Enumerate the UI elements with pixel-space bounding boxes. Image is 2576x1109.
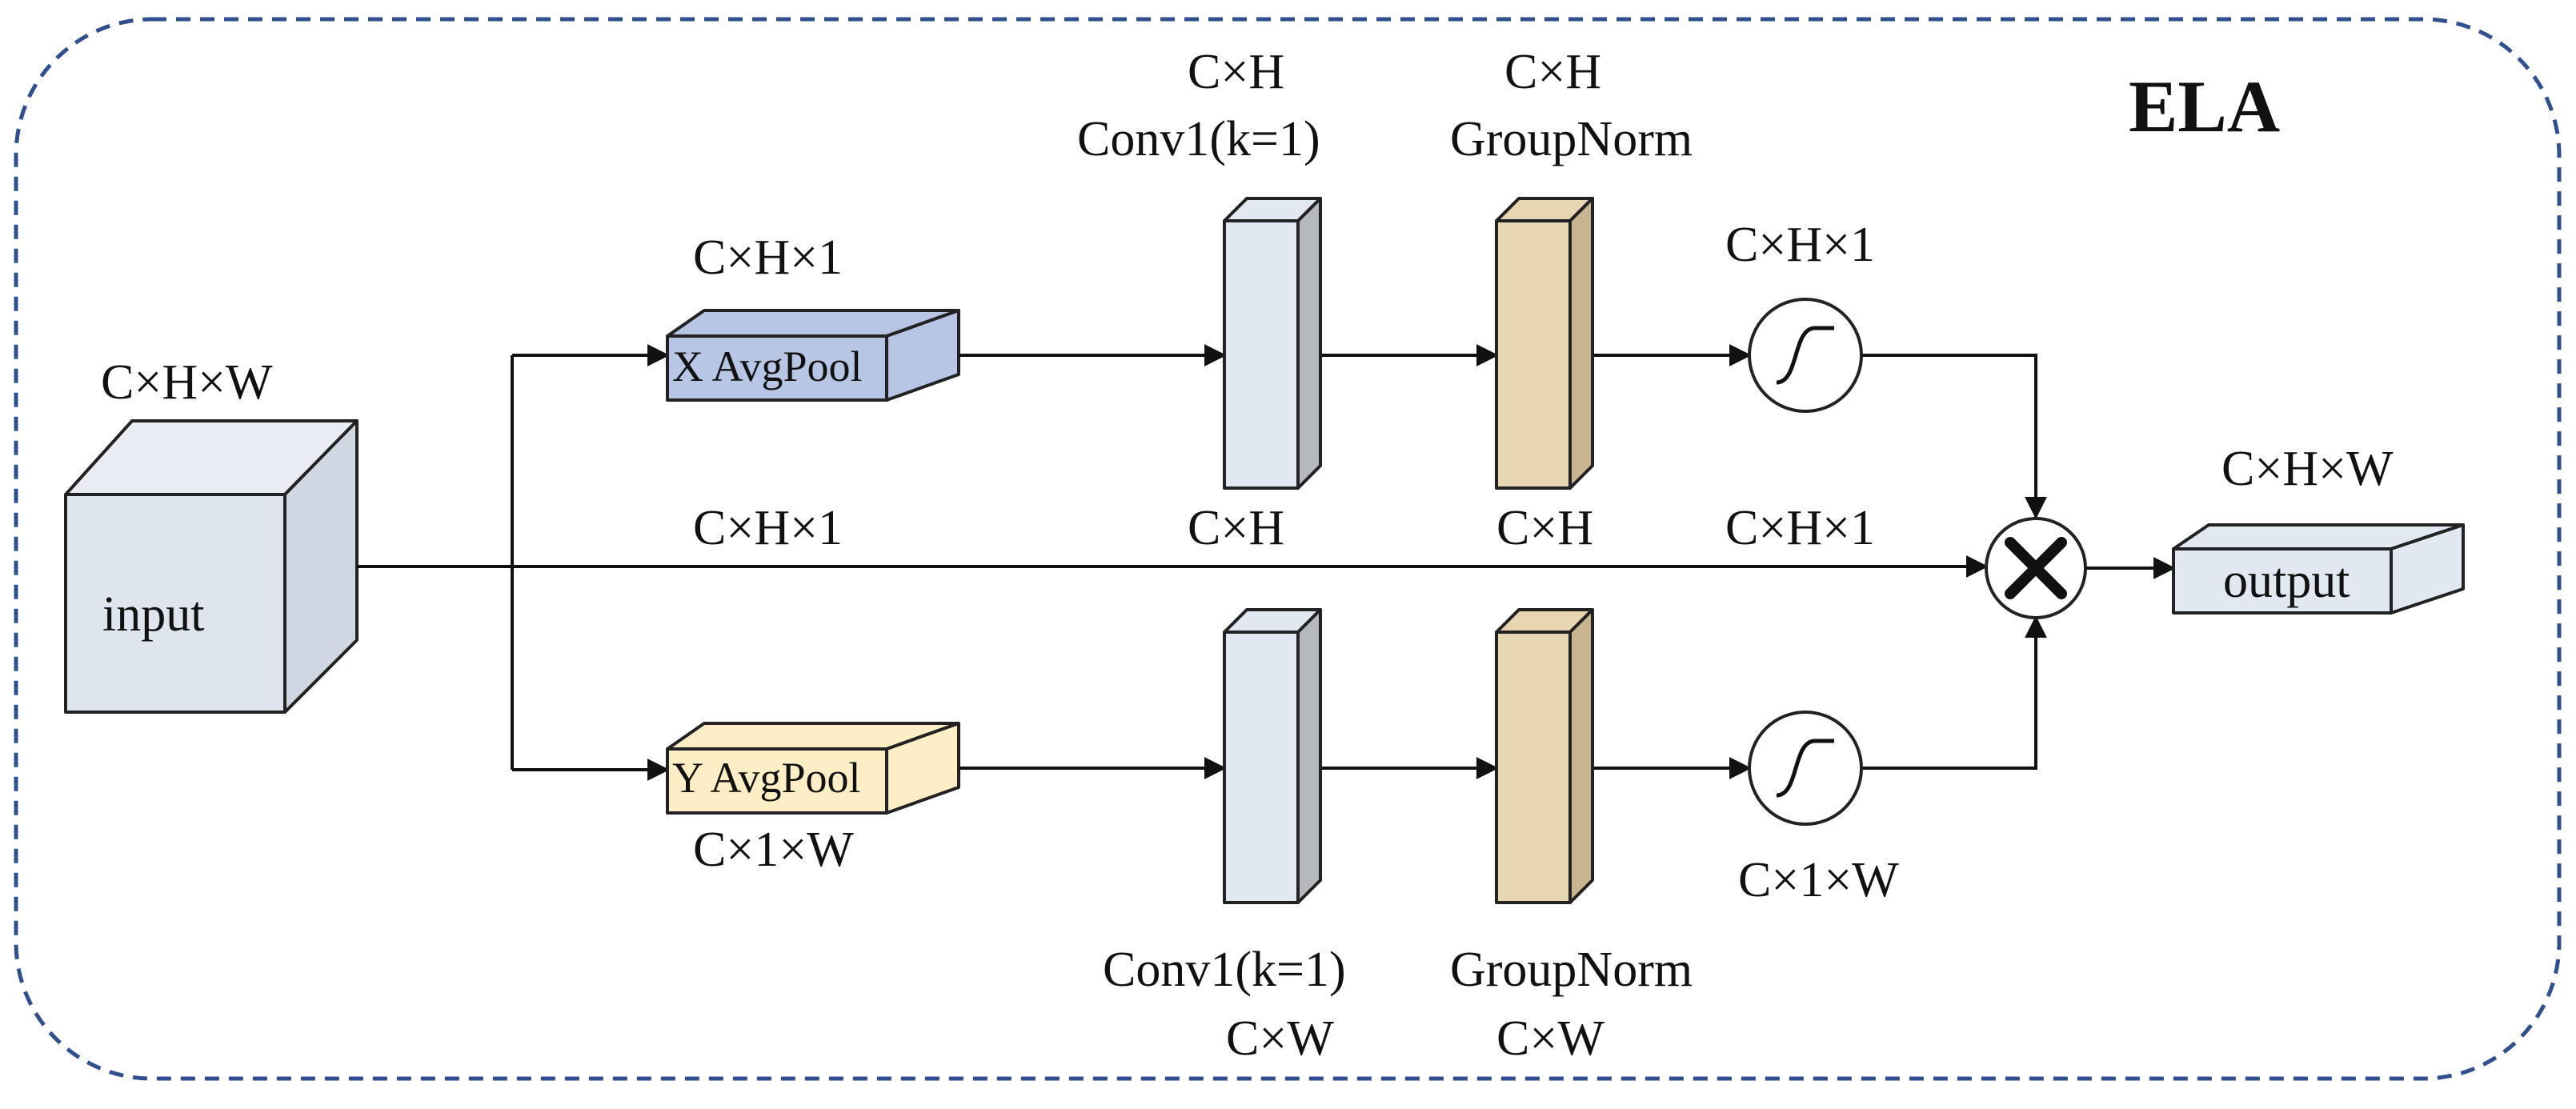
x-avgpool-label: X AvgPool bbox=[672, 342, 863, 390]
norm-bottom-dim-below: C×W bbox=[1496, 1011, 1604, 1066]
conv-bottom-front bbox=[1223, 631, 1300, 904]
y-avgpool-dim-label: C×1×W bbox=[693, 823, 854, 877]
multiply-icon bbox=[1985, 517, 2087, 619]
output-dim-label: C×H×W bbox=[2221, 442, 2394, 496]
input-cube: input bbox=[64, 419, 359, 714]
x-avgpool-dim-label: C×H×1 bbox=[693, 230, 843, 285]
module-title: ELA bbox=[2129, 66, 2280, 147]
edge-sigmoid-top-to-multiply bbox=[1861, 354, 2047, 519]
y-avgpool-label: Y AvgPool bbox=[672, 754, 861, 802]
conv-top-front bbox=[1223, 219, 1300, 490]
norm-top-dim-above: C×H bbox=[1504, 45, 1601, 99]
input-label: input bbox=[102, 587, 204, 642]
skip-right-dim-label: C×H×1 bbox=[1725, 501, 1875, 555]
norm-bottom-side bbox=[1568, 608, 1594, 904]
conv-bottom-name: Conv1(k=1) bbox=[1103, 943, 1346, 997]
conv-bottom-side bbox=[1296, 608, 1322, 904]
sigmoid-bottom-dim-label: C×1×W bbox=[1738, 853, 1899, 907]
skip-left-dim-label: C×H×1 bbox=[693, 501, 843, 555]
input-dim-label: C×H×W bbox=[101, 355, 273, 410]
norm-top-front bbox=[1495, 219, 1572, 490]
conv-top-dim-below: C×H bbox=[1188, 501, 1284, 555]
norm-top-name: GroupNorm bbox=[1450, 112, 1693, 166]
conv-bottom-dim-below: C×W bbox=[1226, 1011, 1334, 1066]
output-label: output bbox=[2223, 554, 2350, 608]
conv-top-block bbox=[1223, 197, 1322, 490]
sigmoid-icon bbox=[1748, 298, 1863, 413]
output-front bbox=[2172, 547, 2393, 615]
norm-bottom-front bbox=[1495, 631, 1572, 904]
norm-top-block bbox=[1495, 197, 1594, 490]
sigmoid-icon bbox=[1748, 711, 1863, 826]
x-avgpool-block: X AvgPool bbox=[666, 309, 960, 402]
norm-top-side bbox=[1568, 197, 1594, 490]
norm-bottom-block bbox=[1495, 608, 1594, 904]
sigmoid-top-dim-label: C×H×1 bbox=[1725, 218, 1875, 272]
y-avgpool-block: Y AvgPool bbox=[666, 722, 960, 815]
conv-top-name: Conv1(k=1) bbox=[1077, 112, 1320, 166]
output-block: output bbox=[2172, 523, 2465, 615]
norm-bottom-name: GroupNorm bbox=[1450, 943, 1693, 997]
input-cube-front bbox=[64, 493, 286, 714]
x-avgpool-front bbox=[666, 334, 888, 402]
edge-sigmoid-bottom-to-multiply bbox=[1861, 615, 2047, 770]
conv-bottom-block bbox=[1223, 608, 1322, 904]
norm-top-dim-below: C×H bbox=[1496, 501, 1593, 555]
conv-top-dim-above: C×H bbox=[1188, 45, 1284, 99]
conv-top-side bbox=[1296, 197, 1322, 490]
ela-module-frame bbox=[14, 17, 2562, 1081]
y-avgpool-front bbox=[666, 747, 888, 815]
